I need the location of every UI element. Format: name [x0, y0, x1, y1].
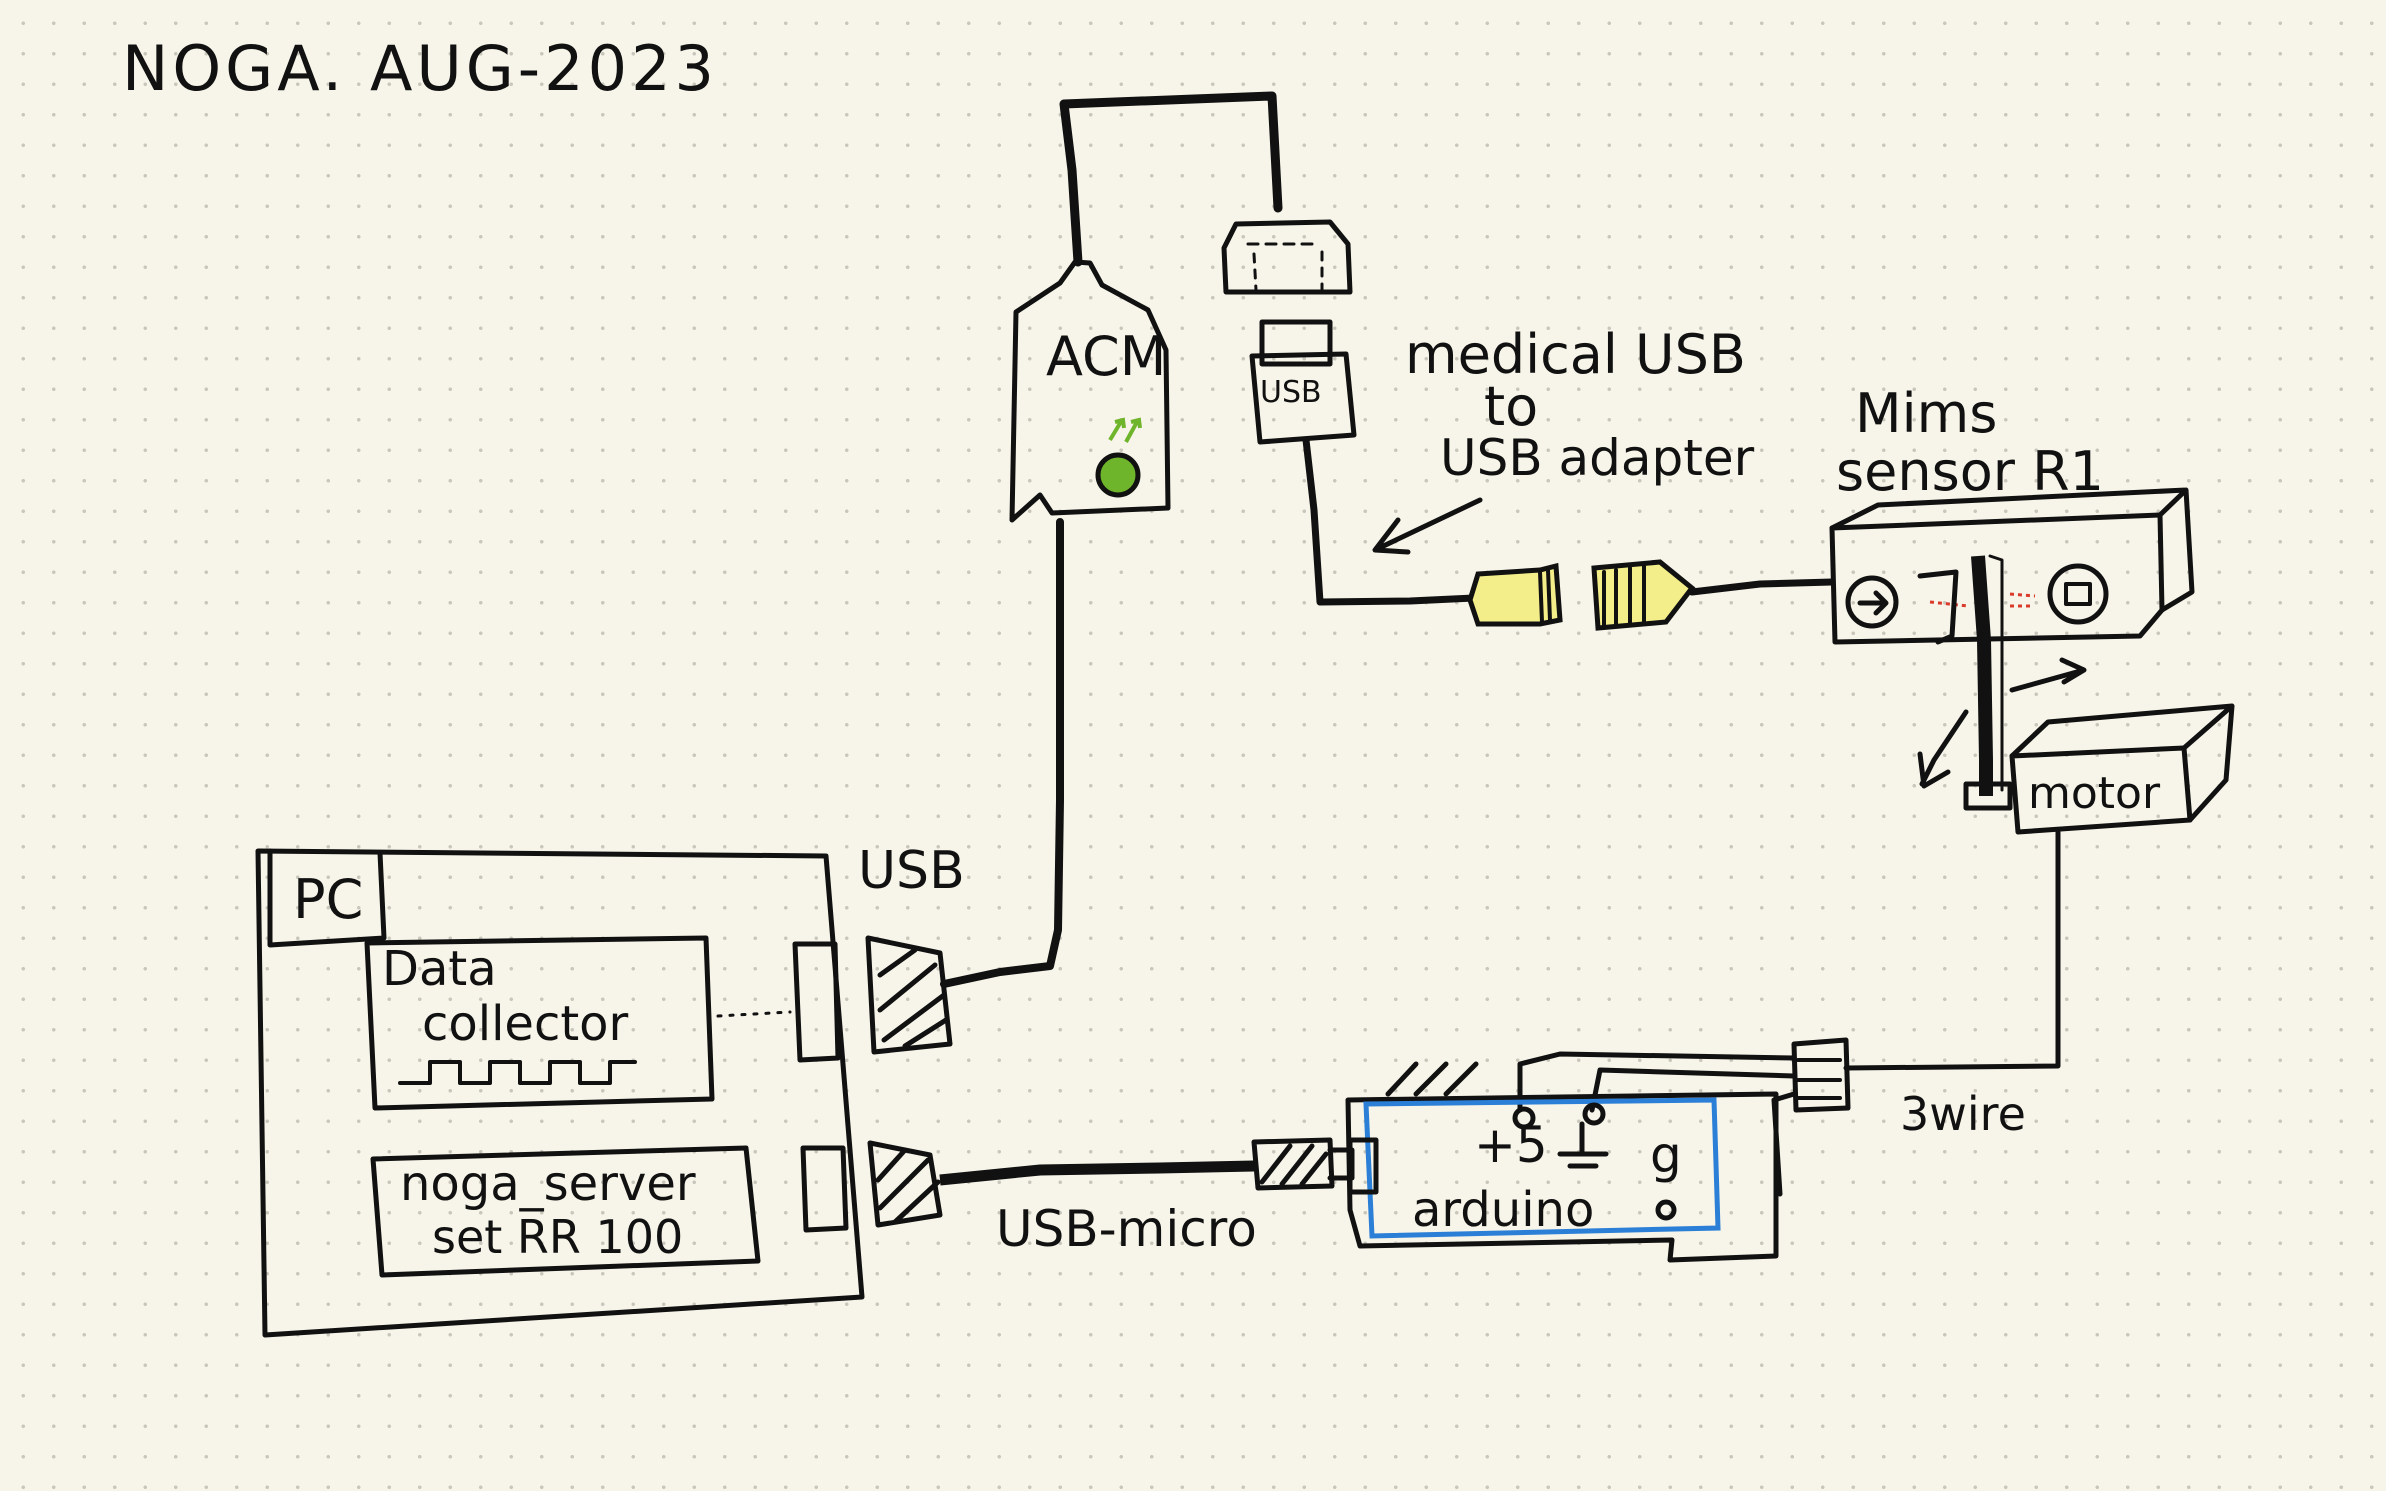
pc-to-acm-cable: [940, 518, 1064, 988]
diagram-title: NOGA. AUG-2023: [122, 32, 718, 105]
noga-server-label-1: noga_server: [400, 1156, 696, 1212]
adapter-to-sensor-cable: [1688, 578, 1836, 596]
acm-device: ACM: [1009, 259, 1171, 523]
sensor-motor-rod: [1971, 555, 1993, 796]
acm-label: ACM: [1046, 325, 1166, 388]
data-collector-box: Data collector: [364, 935, 792, 1111]
pc-usb-port-bottom: [800, 1145, 849, 1233]
usb-plug: USB: [1249, 319, 1357, 445]
ground-icon: [1557, 1121, 1609, 1169]
acm-top-cable: [1059, 91, 1283, 267]
pc-label: PC: [293, 868, 363, 931]
usb-plug-label: USB: [1260, 375, 1322, 410]
motor-label: motor: [2028, 768, 2161, 819]
signal-arrows-icon: [1108, 417, 1142, 443]
arduino-g-label: g: [1650, 1126, 1682, 1184]
motor-box: motor: [1963, 703, 2235, 835]
sensor-arrow-icon: [1857, 590, 1889, 616]
adapter-note-2: to: [1484, 375, 1538, 438]
usb-to-adapter-cable: [1302, 436, 1478, 606]
status-led-icon: [1095, 452, 1141, 498]
usb-edge-label: USB: [858, 841, 965, 901]
sensor-label-1: Mims: [1855, 382, 1997, 445]
medical-connector: [1221, 219, 1353, 295]
yellow-adapter-1: [1467, 562, 1563, 627]
pc-usb-plug-bottom: [867, 1140, 943, 1228]
pc-usb-plug-top: [865, 935, 953, 1055]
micro-usb-plug: [1251, 1137, 1355, 1191]
usb-micro-label: USB-micro: [996, 1200, 1257, 1258]
rotation-arrow-left-icon: [1917, 709, 1969, 789]
adapter-note-1: medical USB: [1405, 323, 1746, 386]
pc-box: PC Data collector noga_server set RR 100: [255, 848, 865, 1338]
three-wire-label: 3wire: [1900, 1087, 2026, 1141]
motor-cable: [1843, 829, 2061, 1071]
sensor-label-2: sensor R1: [1836, 440, 2104, 503]
yellow-adapter-2: [1591, 559, 1696, 631]
three-pin-connector: [1791, 1037, 1851, 1113]
usb-micro-cable: [939, 1160, 1255, 1186]
adapter-note-3: USB adapter: [1440, 429, 1755, 487]
arduino-5v-label: +5: [1474, 1116, 1548, 1174]
rotation-arrow-right-icon: [2009, 657, 2087, 693]
data-collector-label-2: collector: [422, 996, 629, 1052]
noga-server-label-2: set RR 100: [432, 1210, 683, 1264]
data-collector-label-1: Data: [382, 941, 497, 997]
noga-server-box: noga_server set RR 100: [370, 1145, 761, 1278]
sensor-box: [1829, 487, 2195, 645]
square-wave-icon: [398, 1060, 637, 1085]
arduino-label: arduino: [1412, 1182, 1594, 1238]
pc-usb-port-top: [792, 941, 841, 1063]
adapter-arrow-icon: [1372, 497, 1483, 555]
arduino-board: +5 g arduino: [1345, 1061, 1779, 1263]
